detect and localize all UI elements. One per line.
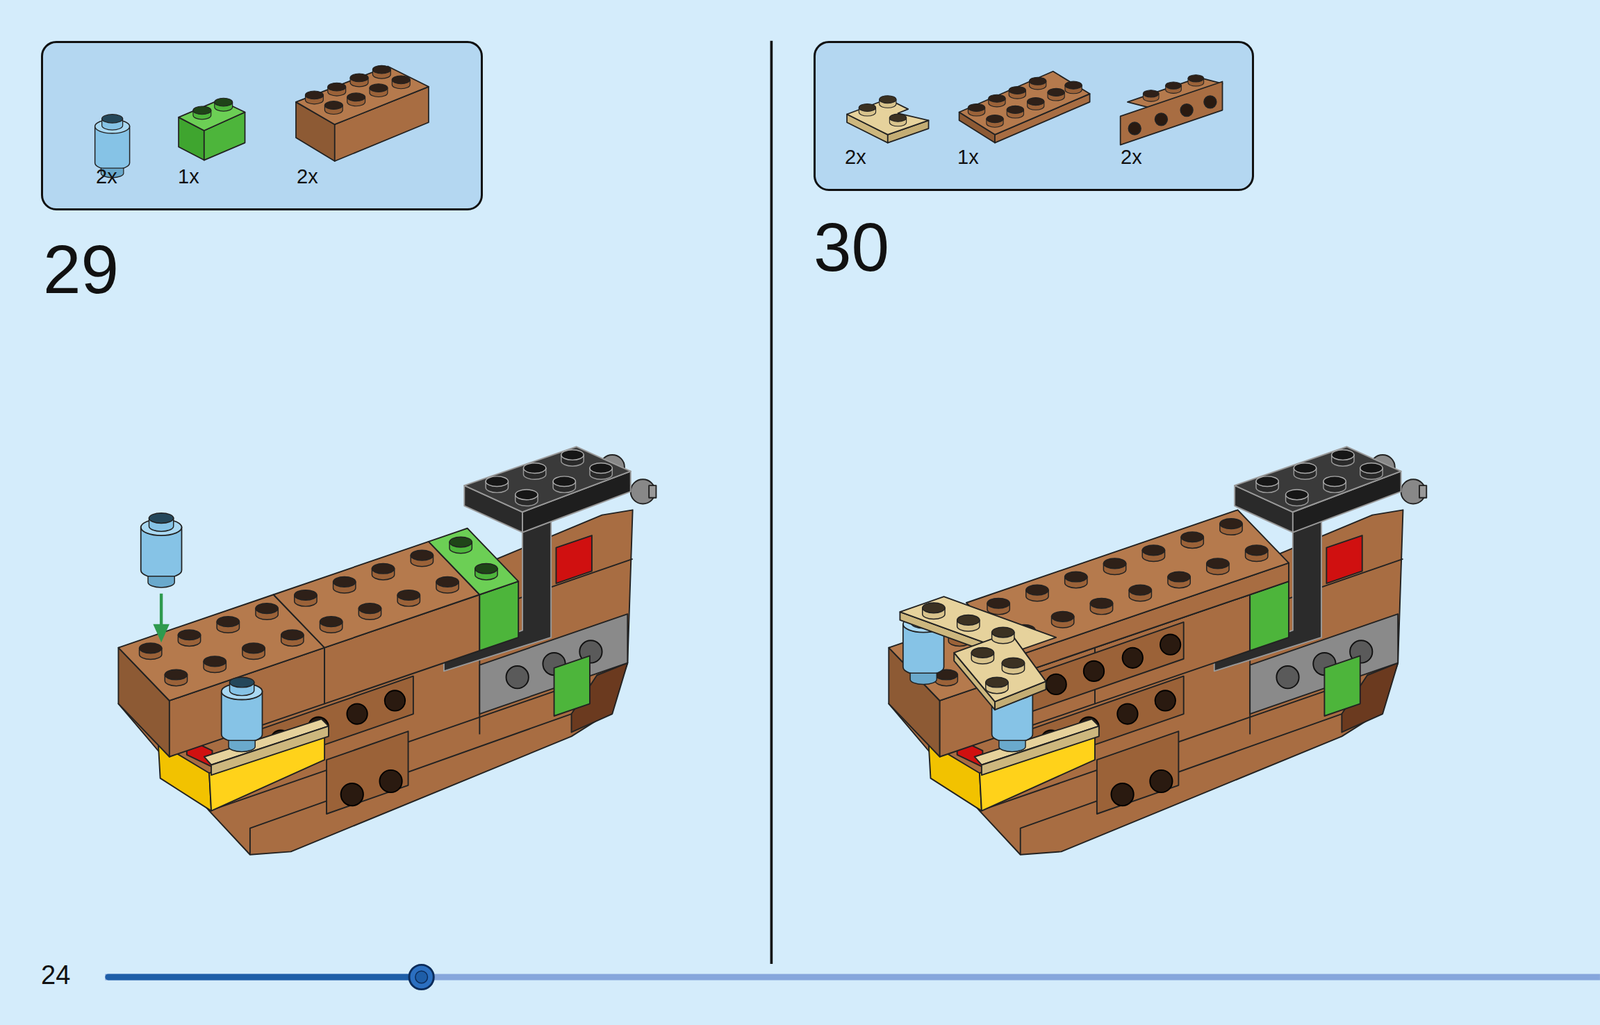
- part-icons-shape: [889, 113, 906, 127]
- part-icons-shape: [988, 94, 1006, 107]
- part-icons-shape: [967, 103, 985, 117]
- part-icons-shape: [1047, 88, 1065, 101]
- model-step-30-shape: [1160, 634, 1181, 656]
- model-step-29-shape: [449, 537, 472, 554]
- model-step-30-shape: [1083, 661, 1104, 682]
- model-step-30-shape: [1051, 611, 1075, 628]
- model-step-29: [118, 446, 656, 855]
- model-step-29-shape: [118, 446, 656, 855]
- model-step-30-shape: [1142, 545, 1165, 562]
- step-number: 29: [43, 235, 119, 304]
- part-icons-shape: [295, 66, 429, 125]
- panel-ground: [40, 40, 483, 211]
- model-step-29-shape: [159, 594, 163, 627]
- part-icons-shape: [879, 95, 897, 109]
- step-number: 30: [813, 213, 890, 282]
- model-step-30-shape: [1103, 558, 1126, 575]
- part-quantity: 2x: [1120, 147, 1143, 168]
- model-step-30-shape: [957, 615, 980, 632]
- model-step-30-shape: [1026, 584, 1049, 601]
- model-step-30-shape: [1206, 558, 1230, 575]
- model-step-30-shape: [971, 648, 994, 665]
- model-step-30: [888, 446, 1427, 855]
- part-icons-shape: [858, 103, 876, 117]
- model-step-30-shape: [966, 509, 1289, 656]
- part-icons-shape: [1128, 122, 1141, 135]
- model-step-29-shape: [428, 528, 519, 651]
- model-step-30-shape: [1065, 571, 1088, 588]
- model-step-30-shape: [992, 627, 1015, 644]
- divider-line: [770, 40, 774, 965]
- model-step-30-shape: [922, 603, 945, 620]
- model-step-30-shape: [1245, 545, 1268, 562]
- parts-panel: 2x 1x 2x: [813, 40, 1255, 192]
- part-quantity: 2x: [844, 147, 867, 168]
- part-icons-shape: [1155, 113, 1168, 126]
- progress-dot: [409, 965, 434, 990]
- model-step-30-shape: [1045, 674, 1066, 695]
- part-icons-shape: [1142, 90, 1159, 102]
- part-icons-shape: [986, 115, 1004, 128]
- part-icons-shape: [1180, 104, 1193, 117]
- part-icons-shape: [1008, 86, 1026, 99]
- part-icons-shape: [372, 65, 391, 79]
- part-icons: [95, 65, 1223, 178]
- part-icons-shape: [1065, 81, 1082, 94]
- part-icons-shape: [1027, 97, 1045, 111]
- part-icons-shape: [1120, 81, 1223, 145]
- model-step-30-shape: [987, 598, 1010, 615]
- parts-panel: 2x 1x 2x: [40, 40, 483, 211]
- part-icons-shape: [1006, 105, 1024, 119]
- part-icons-shape: [327, 82, 346, 96]
- model-step-30-shape: [1181, 532, 1204, 549]
- model-step-29-shape: [141, 513, 183, 588]
- progress-track: [104, 974, 1600, 981]
- part-icons-shape: [178, 100, 245, 131]
- page-number: 24: [40, 962, 71, 989]
- model-step-30-shape: [985, 677, 1009, 694]
- part-quantity: 1x: [957, 147, 979, 168]
- part-quantity: 2x: [296, 166, 319, 187]
- part-icons-shape: [193, 106, 212, 120]
- model-step-30-shape: [1030, 622, 1184, 713]
- part-quantity: 1x: [177, 166, 200, 187]
- part-icons-shape: [324, 101, 343, 115]
- part-icons-shape: [369, 84, 388, 98]
- progress-dot-core: [415, 971, 428, 984]
- model-step-29-shape: [221, 677, 263, 752]
- part-icons-shape: [347, 93, 366, 107]
- progress-fill: [108, 974, 422, 981]
- part-icons-shape: [1165, 81, 1182, 94]
- model-step-30-shape: [1167, 571, 1191, 588]
- part-icons-shape: [1029, 77, 1047, 90]
- part-icons-shape: [350, 73, 369, 87]
- model-step-30-shape: [1122, 648, 1143, 669]
- part-icons-shape: [959, 71, 1091, 135]
- model-step-30-shape: [1128, 584, 1152, 601]
- part-quantity: 2x: [95, 166, 118, 187]
- part-icons-shape: [214, 97, 233, 112]
- model-step-29-shape: [152, 624, 169, 643]
- part-icons-shape: [391, 75, 410, 89]
- model-step-30-shape: [1001, 657, 1025, 674]
- model-step-30-shape: [1090, 598, 1113, 615]
- model-step-29-shape: [475, 563, 498, 580]
- part-icons-shape: [304, 91, 324, 105]
- part-icons-shape: [1188, 75, 1204, 87]
- model-step-30-shape: [1219, 518, 1243, 535]
- part-icons-shape: [1203, 95, 1217, 109]
- model-step-30-shape: [888, 446, 1427, 855]
- panel-ground: [813, 40, 1255, 192]
